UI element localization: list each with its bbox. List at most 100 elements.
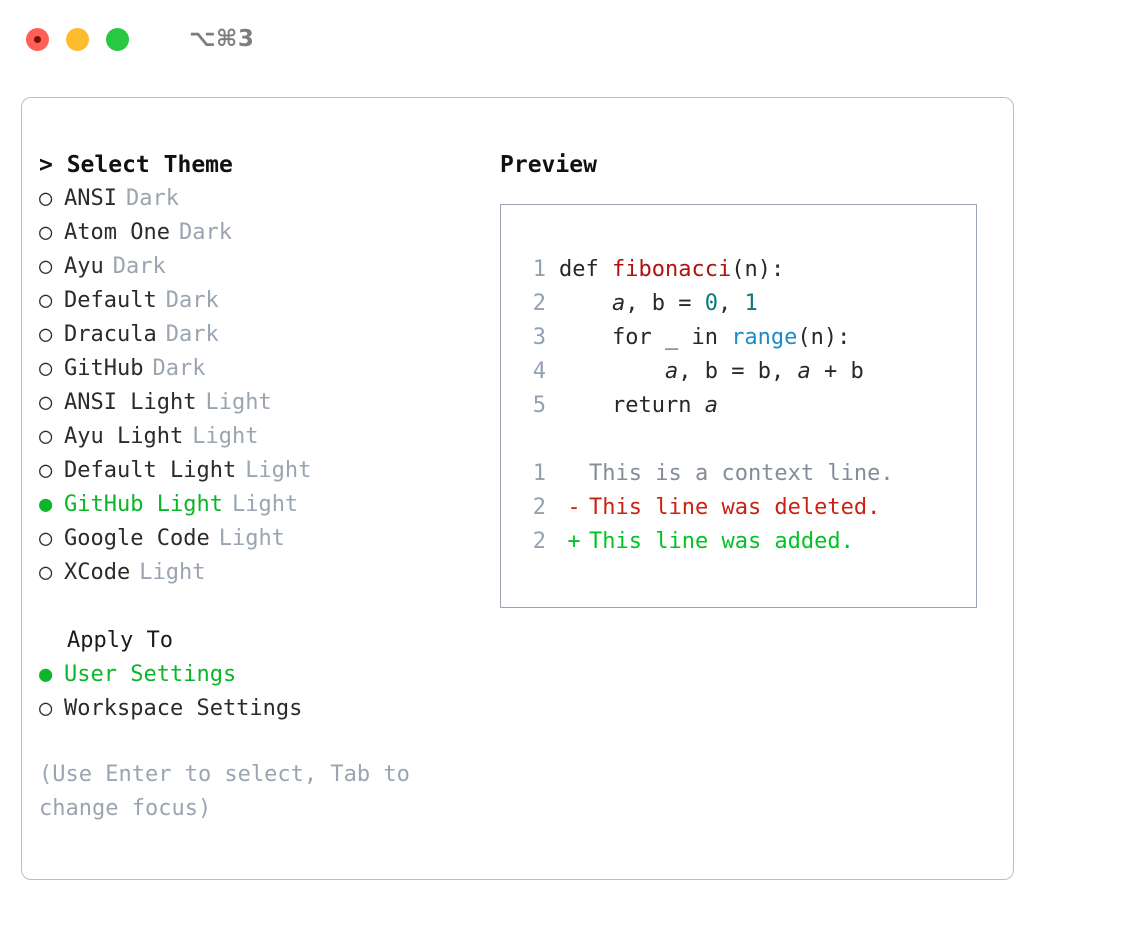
radio-unselected-icon[interactable]: ○ xyxy=(39,696,53,721)
radio-unselected-icon[interactable]: ○ xyxy=(39,356,53,381)
theme-option-kind: Light xyxy=(245,458,312,483)
theme-option-label: XCode xyxy=(64,560,131,585)
apply-to-option-list[interactable]: ●User Settings ○ Workspace Settings xyxy=(39,658,479,726)
diff-marker: - xyxy=(567,495,581,520)
diff-line: 2-This line was deleted. xyxy=(516,491,976,525)
close-button[interactable] xyxy=(26,27,49,51)
code-token: a xyxy=(611,291,626,316)
theme-option-kind: Dark xyxy=(178,220,232,245)
code-token xyxy=(559,359,665,384)
code-token: b xyxy=(757,359,771,384)
code-token: + xyxy=(810,359,851,384)
radio-unselected-icon[interactable]: ○ xyxy=(39,322,53,347)
radio-selected-icon[interactable]: ● xyxy=(39,492,53,517)
apply-to-option-row[interactable]: ○ Workspace Settings xyxy=(39,692,479,726)
code-token: , xyxy=(678,359,705,384)
theme-option-row[interactable]: ○ GitHub Dark xyxy=(39,352,479,386)
theme-option-kind: Dark xyxy=(165,288,219,313)
window-controls xyxy=(26,27,129,51)
theme-option-row[interactable]: ○ Atom One Dark xyxy=(39,216,479,250)
code-line-text: a, b = b, a + b xyxy=(559,355,864,389)
theme-option-label: Ayu Light xyxy=(64,424,184,449)
radio-selected-icon[interactable]: ● xyxy=(39,662,53,687)
code-token: , xyxy=(770,359,798,384)
code-token: , xyxy=(625,291,652,316)
theme-option-label: Google Code xyxy=(64,526,210,551)
diff-marker: + xyxy=(567,529,581,554)
code-token: 0 xyxy=(704,291,718,316)
window-titlebar: ⌥⌘3 xyxy=(0,0,1140,78)
code-line: 2 a, b = 0, 1 xyxy=(516,287,976,321)
radio-unselected-icon[interactable]: ○ xyxy=(39,186,53,211)
radio-unselected-icon[interactable]: ○ xyxy=(39,424,53,449)
code-line: 3 for _ in range(n): xyxy=(516,321,976,355)
code-token: range xyxy=(731,325,798,350)
theme-option-label: ANSI Light xyxy=(64,390,197,415)
code-line-number: 4 xyxy=(532,359,546,384)
theme-option-kind: Dark xyxy=(112,254,166,279)
theme-option-label: GitHub xyxy=(64,356,144,381)
radio-unselected-icon[interactable]: ○ xyxy=(39,390,53,415)
code-line: 4 a, b = b, a + b xyxy=(516,355,976,389)
theme-option-label: Ayu xyxy=(64,254,104,279)
code-line-number: 1 xyxy=(532,257,546,282)
diff-sample: 1 This is a context line.2-This line was… xyxy=(516,457,976,559)
code-token: b xyxy=(651,291,665,316)
code-token: = xyxy=(664,291,705,316)
diff-marker xyxy=(559,457,589,491)
apply-to-option-label: Workspace Settings xyxy=(64,696,303,721)
diff-line-text: This line was added. xyxy=(589,529,854,554)
theme-option-label: Default Light xyxy=(64,458,237,483)
code-token: (n): xyxy=(731,257,785,282)
code-token: 1 xyxy=(744,291,758,316)
theme-option-label: Default xyxy=(64,288,157,313)
maximize-button[interactable] xyxy=(106,27,129,51)
radio-unselected-icon[interactable]: ○ xyxy=(39,254,53,279)
theme-option-kind: Dark xyxy=(152,356,206,381)
code-token: a xyxy=(797,359,811,384)
theme-option-row[interactable]: ○ Default Dark xyxy=(39,284,479,318)
apply-to-heading: Apply To xyxy=(67,628,173,653)
code-token: def xyxy=(559,257,612,282)
theme-option-row[interactable]: ○ Default Light Light xyxy=(39,454,479,488)
theme-option-label: ANSI xyxy=(64,186,117,211)
theme-option-row[interactable]: ○ ANSI Dark xyxy=(39,182,479,216)
theme-option-kind: Dark xyxy=(125,186,179,211)
code-token: = xyxy=(717,359,758,384)
code-token: b xyxy=(704,359,718,384)
diff-line-number: 2 xyxy=(532,529,546,554)
select-theme-heading: > Select Theme xyxy=(39,152,233,178)
diff-line: 2 + This line was added. xyxy=(516,525,976,559)
minimize-button[interactable] xyxy=(66,27,89,51)
radio-unselected-icon[interactable]: ○ xyxy=(39,220,53,245)
theme-option-label: Atom One xyxy=(64,220,170,245)
radio-unselected-icon[interactable]: ○ xyxy=(39,458,53,483)
apply-to-section: Apply To ●User Settings ○ Workspace Settin… xyxy=(39,624,479,726)
code-token: for _ in xyxy=(559,325,732,350)
theme-option-row[interactable]: ○ Ayu Dark xyxy=(39,250,479,284)
diff-line-text: This is a context line. xyxy=(589,461,894,486)
code-line: 5 return a xyxy=(516,389,976,423)
apply-to-option-row[interactable]: ●User Settings xyxy=(39,658,479,692)
diff-line-text: This line was deleted. xyxy=(589,495,881,520)
radio-unselected-icon[interactable]: ○ xyxy=(39,560,53,585)
code-line-number: 5 xyxy=(532,393,546,418)
diff-line: 1 This is a context line. xyxy=(516,457,976,491)
radio-unselected-icon[interactable]: ○ xyxy=(39,288,53,313)
code-token: a xyxy=(704,393,718,418)
radio-unselected-icon[interactable]: ○ xyxy=(39,526,53,551)
code-line-text: return a xyxy=(559,389,718,423)
